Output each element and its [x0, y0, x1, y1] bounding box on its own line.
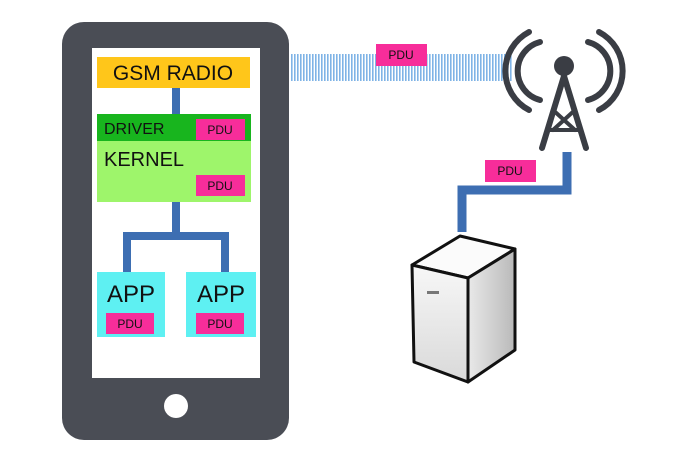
app-right-pdu-label: PDU	[207, 317, 232, 331]
app-left-pdu-label: PDU	[117, 317, 142, 331]
app-left-block: APP PDU	[97, 272, 165, 337]
radio-link: PDU	[291, 44, 513, 81]
kernel-label: KERNEL	[104, 149, 184, 171]
app-branch-connector	[123, 232, 229, 272]
kernel-pdu-badge	[196, 175, 245, 196]
internal-connectors	[123, 86, 229, 272]
driver-label: DRIVER	[104, 121, 164, 138]
driver-block: DRIVER PDU	[97, 114, 251, 141]
tower-server-link: PDU	[457, 152, 572, 232]
app-right-block: APP PDU	[186, 272, 256, 337]
home-button-icon[interactable]	[164, 394, 188, 418]
app-left-pdu-badge	[106, 313, 154, 334]
radio-link-pdu-label: PDU	[388, 48, 413, 62]
tower-server-connector	[457, 152, 572, 232]
app-left-label: APP	[107, 281, 155, 308]
gsm-radio-label: GSM RADIO	[113, 62, 233, 85]
driver-pdu-badge	[196, 119, 245, 140]
tower-server-pdu-badge	[485, 160, 536, 182]
gsm-radio-block: GSM RADIO	[97, 57, 250, 88]
tower-server-pdu-label: PDU	[497, 164, 522, 178]
driver-pdu-label: PDU	[207, 123, 232, 137]
kernel-block: KERNEL PDU	[97, 140, 251, 202]
cell-tower-icon	[502, 29, 626, 151]
kernel-pdu-label: PDU	[207, 179, 232, 193]
server-icon	[410, 234, 517, 384]
app-right-label: APP	[197, 281, 245, 308]
app-right-pdu-badge	[196, 313, 244, 334]
radio-link-pdu-badge	[376, 44, 427, 66]
